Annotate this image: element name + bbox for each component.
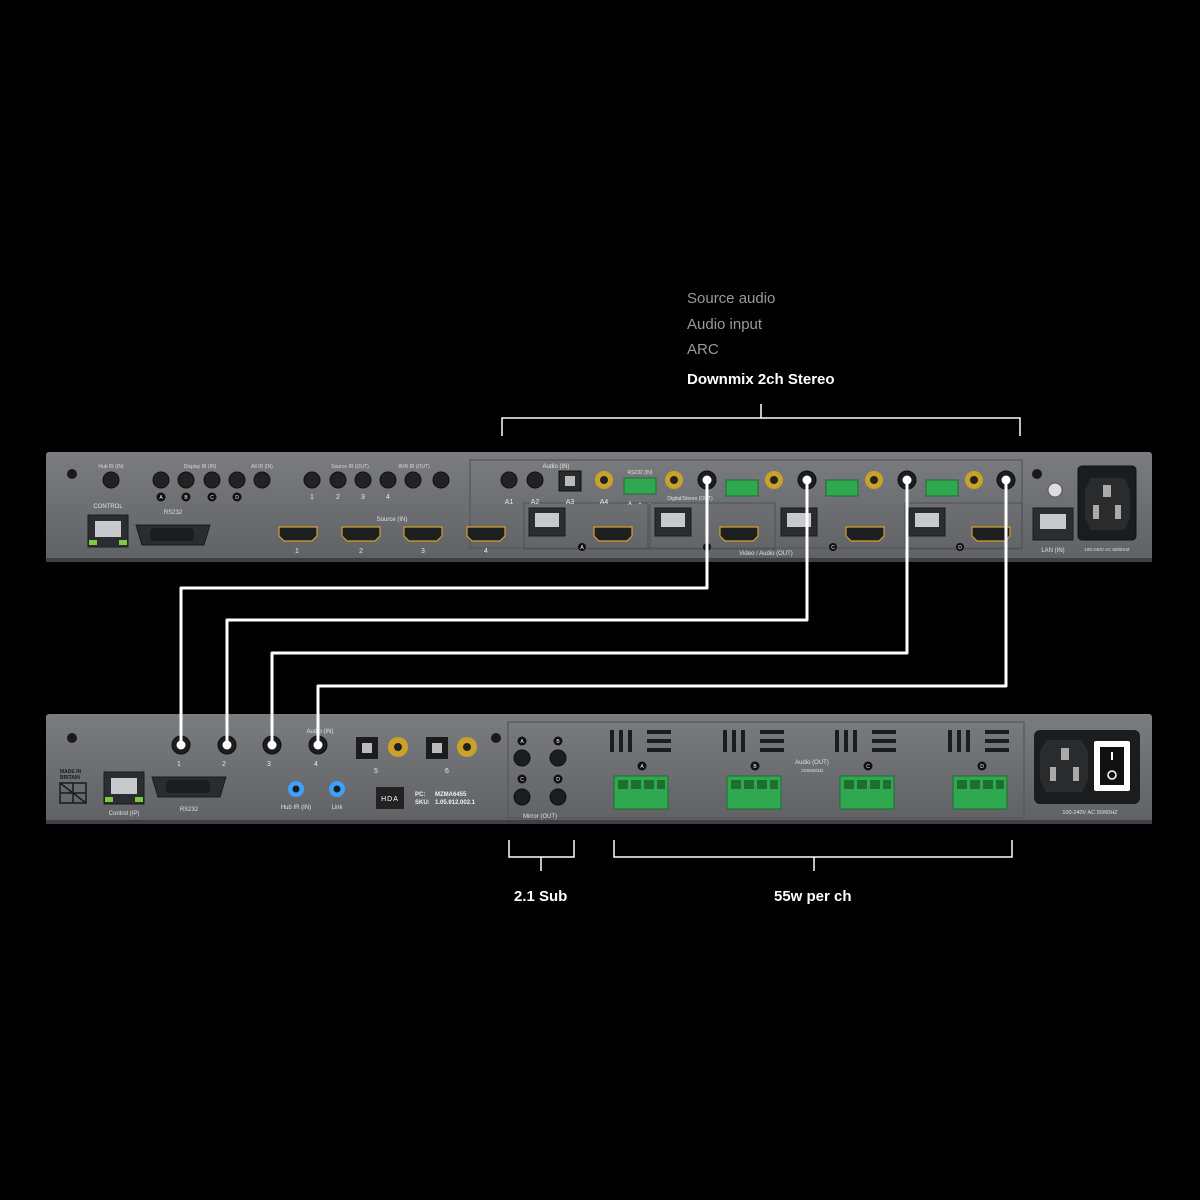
menu-item-downmix-selected[interactable]: Downmix 2ch Stereo xyxy=(687,370,835,388)
audio-input-a4: A4 xyxy=(600,499,609,506)
amp-hub-ir-in-label: Hub IR (IN) xyxy=(281,805,311,811)
amp-audio-in-4: 4 xyxy=(314,761,318,768)
amp-rs232-port[interactable] xyxy=(151,776,227,798)
avr-ir-out-label: AVR IR (OUT) xyxy=(398,464,430,470)
optical-number-5: 5 xyxy=(374,768,378,775)
rs232-pin-plus: + xyxy=(639,501,642,507)
british-flag-icon xyxy=(59,782,87,804)
source-ir-number-1: 1 xyxy=(310,494,314,501)
source-in-label: Source (IN) xyxy=(377,517,408,523)
amp-unit: MADE IN BRITAIN Control (IP) RS232 xyxy=(46,714,1152,824)
cable-zone-c xyxy=(270,480,909,745)
amp-audio-in-3: 3 xyxy=(267,761,271,768)
sub-caption: 2.1 Sub xyxy=(514,888,568,905)
display-ir-letter-c: C xyxy=(210,495,214,501)
menu-item-arc[interactable]: ARC xyxy=(687,341,719,358)
rs232-in-label: RS232 (IN) xyxy=(627,470,652,476)
control-ip-label: Control (IP) xyxy=(109,811,140,817)
audio-input-a1: A1 xyxy=(505,499,514,506)
amp-zone-letter-a: A xyxy=(640,764,644,770)
mirror-letter-a: A xyxy=(520,739,524,745)
matrix-power-inlet[interactable] xyxy=(1077,465,1137,541)
audio-input-a3: A3 xyxy=(566,499,575,506)
cable-zone-a xyxy=(179,480,709,745)
display-ir-in-label: Display IR (IN) xyxy=(184,464,217,470)
lan-in-label: LAN (IN) xyxy=(1041,548,1064,554)
matrix-unit: Hub IR (IN) Display IR (IN) All IR (IN) … xyxy=(46,452,1152,562)
audio-input-a2: A2 xyxy=(531,499,540,506)
made-in-line-1: MADE IN xyxy=(60,769,82,775)
menu-item-audio-input[interactable]: Audio input xyxy=(687,315,763,333)
control-ip-port[interactable] xyxy=(103,771,145,805)
source-ir-out-label: Source IR (OUT) xyxy=(331,464,369,470)
mirror-letter-c: C xyxy=(520,777,524,783)
hub-ir-in-label: Hub IR (IN) xyxy=(98,464,124,470)
all-ir-in-label: All IR (IN) xyxy=(251,464,273,470)
sku-value: 1.05.912.002.1 xyxy=(435,800,476,806)
power-switch[interactable] xyxy=(1094,741,1130,791)
cable-zone-b xyxy=(225,480,809,745)
mirror-letter-d: D xyxy=(556,777,560,783)
amp-zone-letter-c: C xyxy=(866,764,870,770)
amp-zone-letter-d: D xyxy=(980,764,984,770)
control-label: CONTROL xyxy=(93,504,123,510)
zone-letter-a: A xyxy=(580,545,584,551)
source-ir-number-2: 2 xyxy=(336,494,340,501)
source-number-4: 4 xyxy=(484,548,488,555)
pc-value: MZMA6455 xyxy=(435,792,467,798)
hda-logo: HDA xyxy=(381,796,399,803)
source-number-3: 3 xyxy=(421,548,425,555)
lan-in-port[interactable] xyxy=(1032,507,1074,541)
optical-number-6: 6 xyxy=(445,768,449,775)
audio-in-label: Audio (IN) xyxy=(542,464,569,470)
zone-letter-c: C xyxy=(831,545,835,551)
mirror-letter-b: B xyxy=(556,739,560,745)
display-ir-letter-d: D xyxy=(235,495,239,501)
sub-bracket xyxy=(508,840,575,871)
rs232-label: RS232 xyxy=(164,510,183,516)
audio-source-menu: Source audio Audio input ARC Downmix 2ch… xyxy=(687,288,835,394)
amp-caption: 55w per ch xyxy=(774,888,852,905)
amp-rs232-label: RS232 xyxy=(180,807,199,813)
rs232-pin-minus: - xyxy=(649,501,651,507)
audio-cables xyxy=(179,480,1008,745)
top-bracket xyxy=(501,404,1021,436)
display-ir-letter-a: A xyxy=(159,495,163,501)
link-label: Link xyxy=(331,805,343,811)
control-rj45-port[interactable] xyxy=(87,514,129,548)
cable-zone-d xyxy=(316,480,1008,745)
audio-out-label: Audio (OUT) xyxy=(795,760,829,766)
menu-item-source-audio[interactable]: Source audio xyxy=(687,290,776,307)
source-ir-number-4: 4 xyxy=(386,494,390,501)
amp-bracket xyxy=(613,840,1013,871)
amp-audio-in-2: 2 xyxy=(222,761,226,768)
sku-label: SKU: xyxy=(415,800,430,806)
mirror-out-label: Mirror (OUT) xyxy=(523,814,557,820)
source-number-1: 1 xyxy=(295,548,299,555)
rs232-pin-a: A xyxy=(628,501,632,507)
made-in-line-2: BRITAIN xyxy=(60,775,80,781)
video-audio-out-label: Video / Audio (OUT) xyxy=(739,551,793,557)
audio-out-spec: 2X55W/4Ω xyxy=(801,768,824,773)
zone-letter-d: D xyxy=(958,545,962,551)
amp-audio-in-1: 1 xyxy=(177,761,181,768)
rs232-port[interactable] xyxy=(135,524,211,546)
amp-power-label: 100-240V AC 50/60HZ xyxy=(1062,810,1118,816)
display-ir-letter-b: B xyxy=(184,495,188,501)
pc-label: PC: xyxy=(415,792,425,798)
source-ir-number-3: 3 xyxy=(361,494,365,501)
source-number-2: 2 xyxy=(359,548,363,555)
amp-zone-letter-b: B xyxy=(753,764,757,770)
digital-stereo-out-label: Digital/Stereo (OUT) xyxy=(667,496,713,502)
amp-audio-in-label: Audio (IN) xyxy=(306,729,333,735)
matrix-power-label: 100-240V AC 50/60HZ xyxy=(1084,547,1130,552)
